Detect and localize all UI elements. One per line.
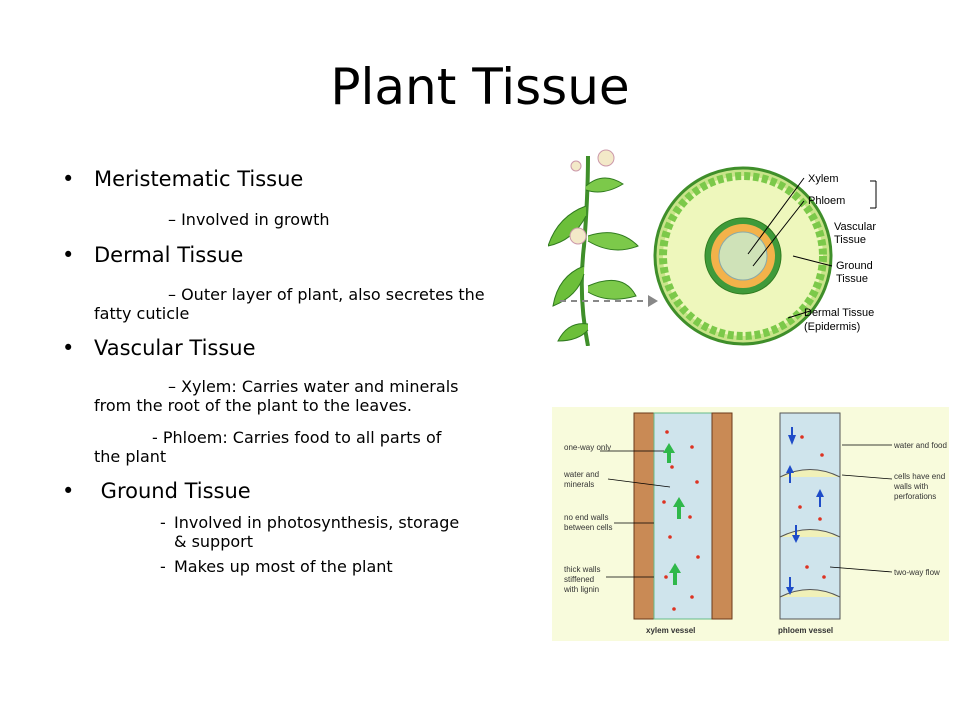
- sub-bullet-cont: from the root of the plant to the leaves…: [94, 396, 412, 415]
- vascular-tissue-label: Tissue: [834, 234, 866, 246]
- xylem-label: Xylem: [808, 173, 839, 185]
- bullet-label: Meristematic Tissue: [94, 167, 304, 191]
- bullet-ground: • Ground Tissue: [62, 478, 532, 504]
- xylem-dots: [662, 430, 700, 611]
- vessel-left-label: no end walls: [564, 513, 608, 522]
- vessel-left-label: between cells: [564, 523, 612, 532]
- vessel-figure: one-way only water and minerals no end w…: [552, 407, 949, 641]
- vessel-left-label: water and: [563, 470, 599, 479]
- stem-cross-section-figure: Xylem Phloem Vascular Tissue Ground Tiss…: [548, 149, 877, 346]
- dash-item-text: & support: [174, 532, 253, 551]
- vascular-label: Vascular: [834, 221, 876, 233]
- bullet-label: Ground Tissue: [94, 479, 251, 503]
- bullet-list: • Meristematic Tissue – Involved in grow…: [62, 166, 532, 576]
- sub-bullet: – Xylem: Carries water and minerals: [62, 377, 532, 396]
- xylem-vessel-caption: xylem vessel: [646, 626, 695, 635]
- dash-item-text: Involved in photosynthesis, storage: [174, 513, 460, 532]
- bullet-dot: •: [62, 479, 75, 503]
- sub-bullet-text: – Xylem: Carries water and minerals: [168, 377, 459, 396]
- plant-illustration: [548, 149, 639, 346]
- sub-bullet: – Involved in growth: [62, 210, 532, 229]
- bullet-label: Vascular Tissue: [94, 336, 256, 360]
- vessel-right-label: walls with: [893, 482, 928, 491]
- dash-item: - Involved in photosynthesis, storage & …: [62, 513, 532, 551]
- bullet-dot: •: [62, 243, 75, 267]
- two-way-arrow-icons: [786, 427, 824, 595]
- sub-bullet: - Phloem: Carries food to all parts of: [62, 428, 532, 447]
- sub-bullet-cont: the plant: [94, 447, 167, 466]
- vessel-left-label: stiffened: [564, 575, 594, 584]
- ground-tissue-label: Tissue: [836, 273, 868, 285]
- bullet-dot: •: [62, 336, 75, 360]
- phloem-label: Phloem: [808, 195, 845, 207]
- dash-item: - Makes up most of the plant: [62, 557, 532, 576]
- label-pointers: [747, 177, 877, 319]
- bullet-dot: •: [62, 167, 75, 191]
- sub-bullet-text: – Outer layer of plant, also secretes th…: [168, 285, 485, 304]
- slide-title: Plant Tissue: [330, 58, 630, 116]
- sub-bullet-text: - Phloem: Carries food to all parts of: [152, 428, 442, 447]
- phloem-vessel-caption: phloem vessel: [778, 626, 833, 635]
- vessel-left-label: thick walls: [564, 565, 600, 574]
- bullet-vascular: • Vascular Tissue: [62, 335, 532, 361]
- epidermis-label: (Epidermis): [804, 321, 860, 333]
- vessel-pointers: [600, 444, 893, 578]
- vessel-left-label: one-way only: [564, 443, 611, 452]
- bullet-meristematic: • Meristematic Tissue: [62, 166, 532, 192]
- vessel-right-label: perforations: [894, 492, 936, 501]
- phloem-vessel: [779, 412, 841, 620]
- xylem-vessel: [633, 412, 733, 620]
- ground-label: Ground: [836, 260, 873, 272]
- up-arrow-icon: [663, 443, 685, 585]
- bullet-label: Dermal Tissue: [94, 243, 244, 267]
- dermal-label: Dermal Tissue: [804, 307, 874, 319]
- vessel-right-label: cells have end: [894, 472, 945, 481]
- vessel-left-label: with lignin: [563, 585, 599, 594]
- sub-bullet-text: – Involved in growth: [168, 210, 330, 229]
- sub-bullet-cont: fatty cuticle: [94, 304, 190, 323]
- sub-bullet: – Outer layer of plant, also secretes th…: [62, 285, 532, 304]
- dash-item-text: Makes up most of the plant: [174, 557, 393, 576]
- arrow-icon: [648, 295, 658, 307]
- vessel-right-label: water and food: [893, 441, 947, 450]
- vessel-left-label: minerals: [564, 480, 594, 489]
- vessel-right-label: two-way flow: [894, 568, 940, 577]
- bullet-dermal: • Dermal Tissue: [62, 242, 532, 268]
